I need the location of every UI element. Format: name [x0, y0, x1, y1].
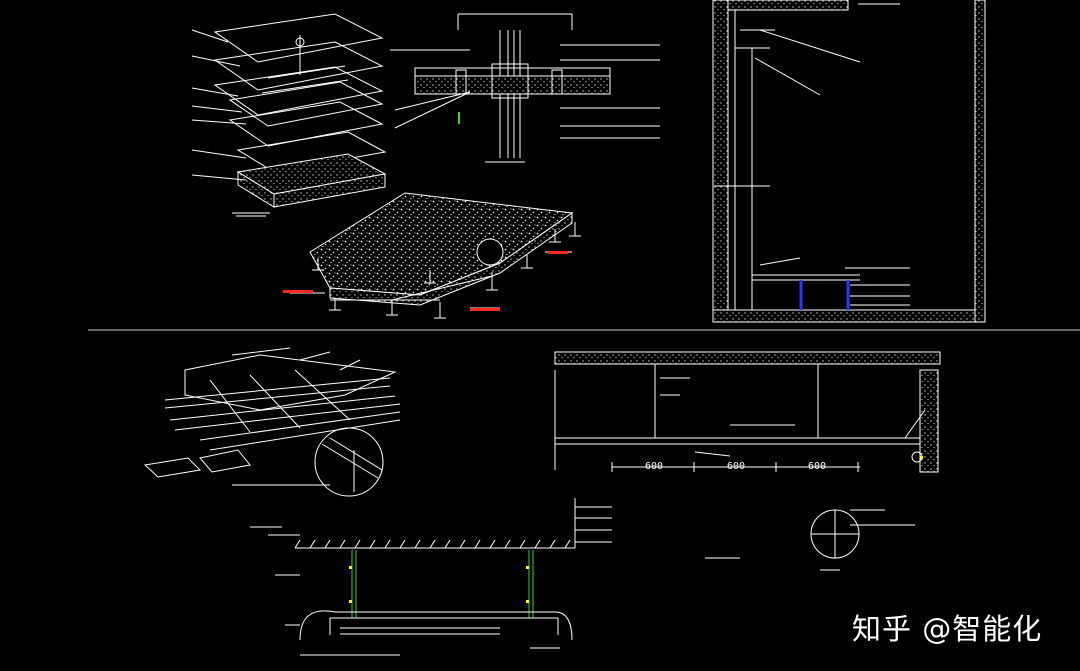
raised-floor-isometric — [283, 192, 581, 319]
dimension-label-3: 600 — [808, 461, 827, 472]
floor-section-detail — [390, 13, 660, 163]
wall-section-detail — [712, 0, 986, 323]
ceiling-grid-isometric — [143, 347, 401, 497]
suspended-ceiling-detail — [250, 526, 575, 656]
annotation-markers — [349, 112, 923, 603]
ceiling-section-detail — [554, 351, 941, 571]
dimension-label-2: 600 — [727, 461, 746, 472]
dimension-label-1: 600 — [645, 461, 664, 472]
watermark-text: 知乎 @智能化 — [852, 612, 1043, 646]
exploded-floor-layers — [191, 13, 387, 217]
